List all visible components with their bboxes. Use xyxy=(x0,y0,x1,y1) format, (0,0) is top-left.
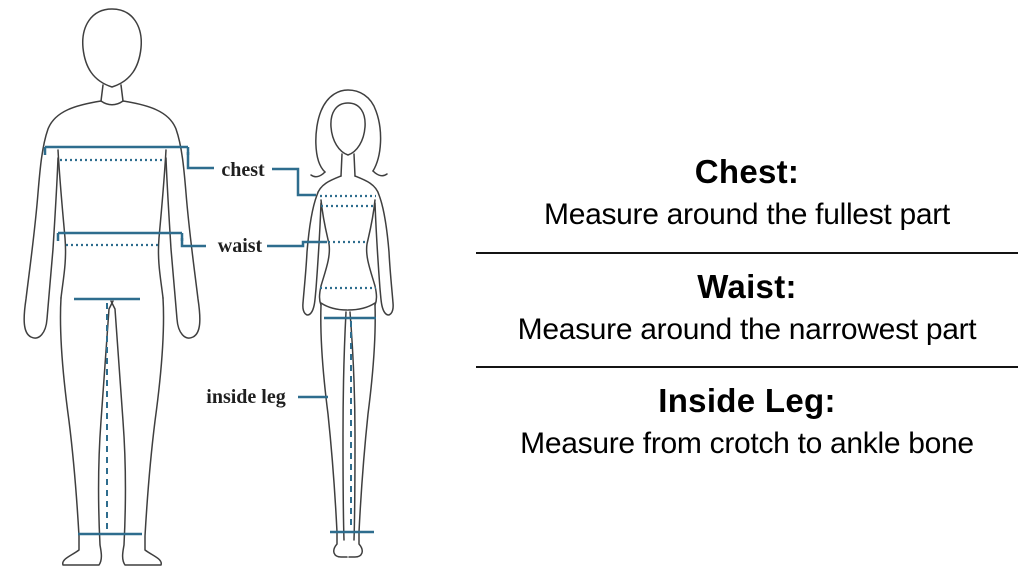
instruction-waist: Waist: Measure around the narrowest part xyxy=(476,268,1018,348)
instructions-panel: Chest: Measure around the fullest part W… xyxy=(470,0,1024,586)
male-torso-right xyxy=(157,149,167,299)
waist-connector-right xyxy=(267,240,327,248)
waist-description: Measure around the narrowest part xyxy=(517,312,977,346)
divider xyxy=(476,366,1018,369)
female-torso-left xyxy=(318,199,331,306)
female-torso-right xyxy=(365,199,378,306)
female-suit-bottom-left xyxy=(320,302,348,311)
female-right-leg-inner xyxy=(349,311,356,541)
body-diagram-svg: chest waist inside leg xyxy=(23,8,394,566)
measurement-diagram: chest waist inside leg xyxy=(0,0,470,586)
chest-description: Measure around the fullest part xyxy=(544,198,950,232)
female-hair-flick-right xyxy=(372,170,388,177)
female-left-leg-inner xyxy=(342,311,347,541)
male-collar xyxy=(100,100,124,106)
female-right-arm xyxy=(354,175,394,316)
male-left-arm xyxy=(23,100,102,339)
chest-connector-left xyxy=(186,152,214,170)
male-figure xyxy=(23,8,201,566)
instruction-inside-leg: Inside Leg: Measure from crotch to ankle… xyxy=(476,382,1018,462)
waist-diagram-label: waist xyxy=(218,235,263,257)
male-head-outline xyxy=(82,8,142,88)
chest-title: Chest: xyxy=(694,153,800,191)
female-suit-bottom-right xyxy=(347,302,376,311)
divider xyxy=(476,251,1018,254)
chest-diagram-label: chest xyxy=(221,159,265,181)
female-left-leg-outer xyxy=(320,304,348,558)
male-right-leg xyxy=(110,297,165,566)
male-neck-right xyxy=(120,84,124,102)
female-face-outline xyxy=(330,102,366,156)
inside-leg-description: Measure from crotch to ankle bone xyxy=(520,427,974,461)
male-neck-left xyxy=(100,84,104,102)
female-right-leg-outer xyxy=(348,304,376,558)
inside-leg-title: Inside Leg: xyxy=(658,382,836,420)
female-neck-right xyxy=(353,153,356,177)
female-left-arm xyxy=(302,175,342,316)
female-hair-outline xyxy=(315,89,382,173)
inside-leg-diagram-label: inside leg xyxy=(206,386,285,408)
female-figure xyxy=(302,89,394,558)
waist-connector-left xyxy=(180,238,206,248)
male-torso-left xyxy=(57,149,67,299)
male-waist-bracket xyxy=(56,231,184,241)
male-right-arm xyxy=(122,100,201,339)
measurement-marks xyxy=(43,145,376,536)
chest-connector-right xyxy=(272,167,316,197)
female-neck-left xyxy=(340,153,343,177)
waist-title: Waist: xyxy=(697,267,797,305)
instruction-chest: Chest: Measure around the fullest part xyxy=(476,153,1018,233)
male-left-leg xyxy=(59,297,114,566)
female-hair-flick-left xyxy=(310,171,326,178)
